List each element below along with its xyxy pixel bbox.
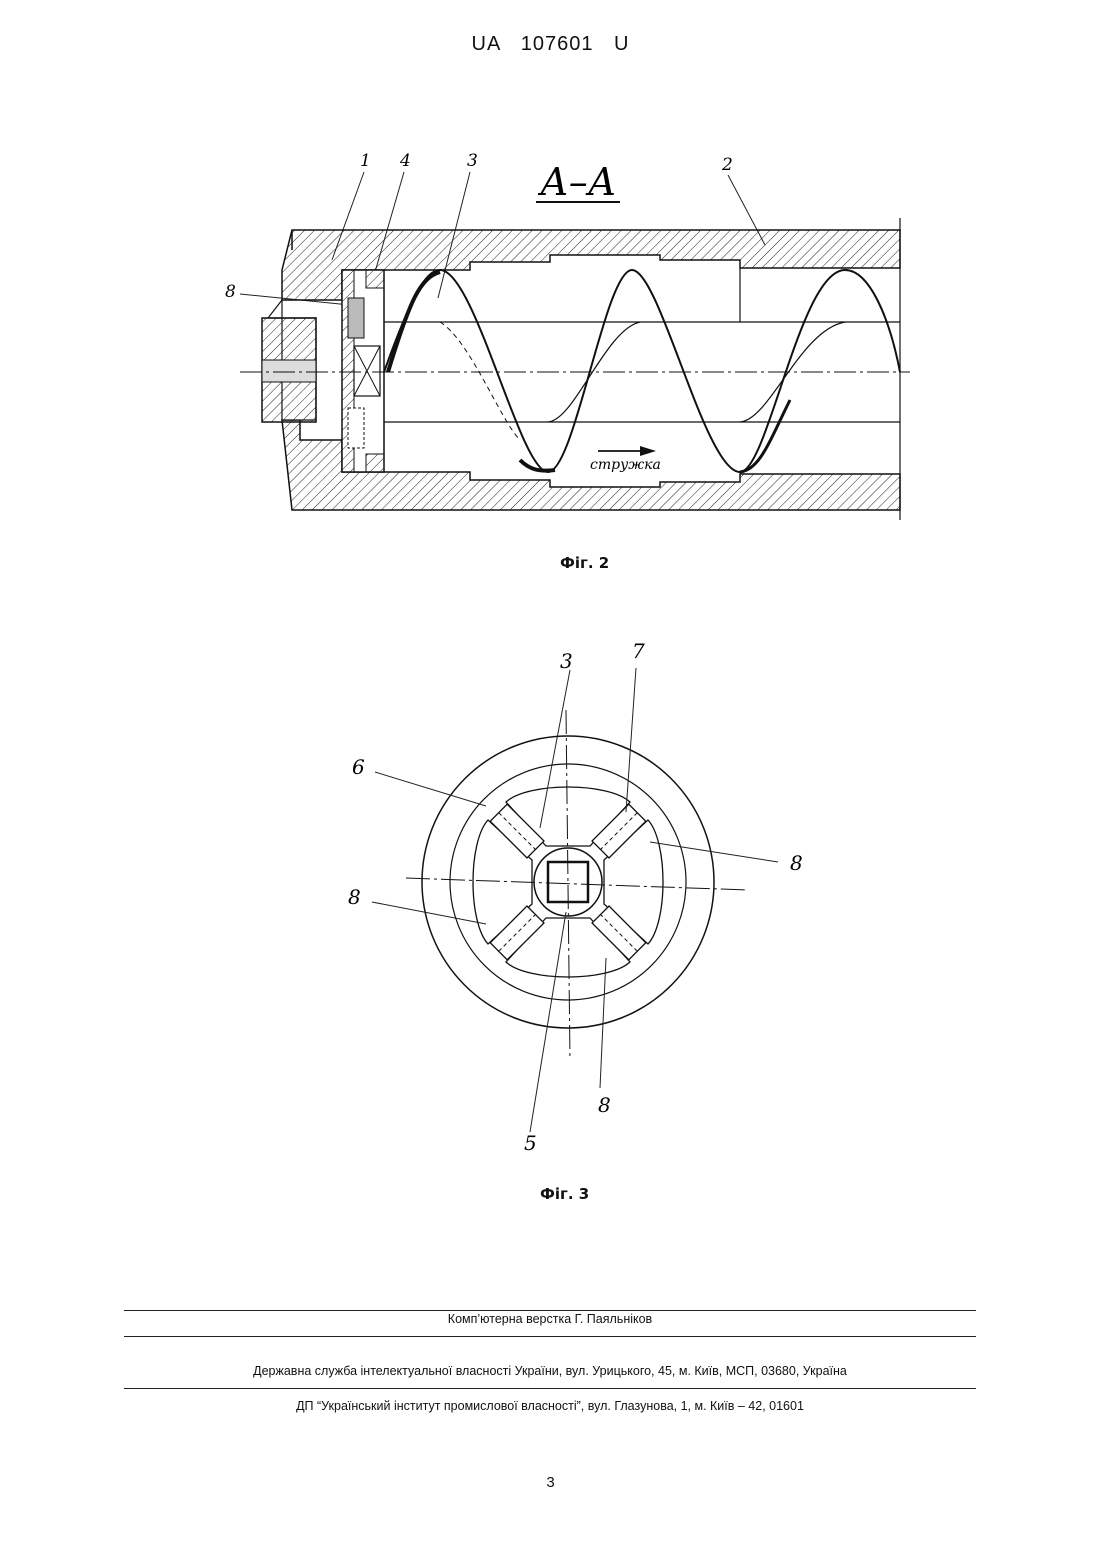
fig3-leader-lines <box>372 668 778 1132</box>
chip-flow-arrow <box>598 446 656 456</box>
fig3-label-8-right: 8 <box>790 851 803 875</box>
figure-2-drawing: А–А 1 4 3 2 8 <box>0 0 1101 600</box>
fig3-label-8-left: 8 <box>348 885 361 909</box>
center-lines <box>406 710 748 1060</box>
housing <box>262 218 900 520</box>
page-number: 3 <box>0 1474 1101 1491</box>
footer-rule-2 <box>124 1336 976 1337</box>
fig3-label-7: 7 <box>632 639 645 663</box>
figure-3-caption: Фіг. 3 <box>540 1185 589 1203</box>
fig3-label-3: 3 <box>560 649 573 673</box>
chip-flow-label: стружка <box>590 457 661 473</box>
footer-rule-3 <box>124 1388 976 1389</box>
figure-2-caption: Фіг. 2 <box>560 554 609 572</box>
label-1: 1 <box>360 151 371 171</box>
inner-ring <box>450 764 686 1000</box>
auger-helix <box>384 270 900 472</box>
label-2: 2 <box>721 155 733 175</box>
outer-ring <box>422 736 714 1028</box>
label-4: 4 <box>399 151 411 171</box>
section-title: А–А <box>537 160 617 204</box>
layout-credit: Комп’ютерна верстка Г. Паяльніков <box>124 1312 976 1326</box>
label-3: 3 <box>467 151 478 171</box>
label-8: 8 <box>225 282 236 302</box>
fig3-label-5: 5 <box>524 1131 537 1155</box>
agency-address: Державна служба інтелектуальної власност… <box>124 1364 976 1378</box>
fig3-label-6: 6 <box>352 755 365 779</box>
fig3-label-8-bottom: 8 <box>598 1093 611 1117</box>
institute-address: ДП “Український інститут промислової вла… <box>124 1399 976 1413</box>
footer-rule-1 <box>124 1310 976 1311</box>
figure-3-drawing: 6 3 7 8 8 8 5 <box>0 620 1101 1180</box>
